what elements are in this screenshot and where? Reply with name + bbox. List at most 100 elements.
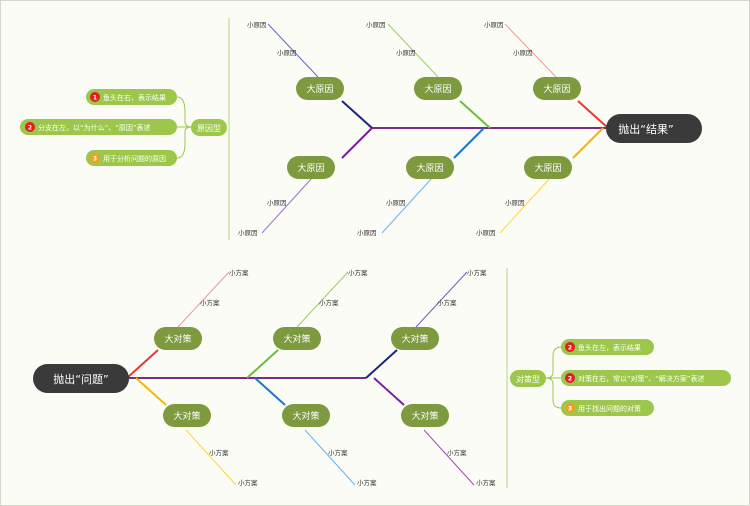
big-cause-node[interactable]: 大原因 [524,156,572,179]
bone [126,349,159,379]
big-cause-node[interactable]: 大原因 [533,77,581,100]
solution-type-notes: 对策型 2 鱼头在左，表示结果 2 对策在右，常以“对策”、“解决方案”表述 3… [510,339,731,416]
svg-text:大原因: 大原因 [306,83,333,95]
small-cause-label: 小原因 [366,20,386,29]
small-cause-label: 小原因 [247,20,267,29]
small-cause-label: 小原因 [238,228,258,237]
small-solution-label: 小方案 [467,268,487,277]
svg-text:3: 3 [568,406,572,413]
svg-text:3: 3 [93,156,97,163]
small-cause-label: 小原因 [357,228,377,237]
big-cause-node[interactable]: 大原因 [287,156,335,179]
bone [246,349,279,379]
svg-text:大原因: 大原因 [424,83,451,95]
small-solution-label: 小方案 [348,268,368,277]
svg-text:大对策: 大对策 [401,333,428,345]
svg-text:大原因: 大原因 [543,83,570,95]
small-solution-label: 小方案 [476,478,496,487]
svg-text:鱼头在左，表示结果: 鱼头在左，表示结果 [578,343,641,352]
svg-text:大对策: 大对策 [283,333,310,345]
type-label[interactable]: 对策型 [510,370,546,387]
bone [365,349,398,379]
small-cause-label: 小原因 [396,48,416,57]
solution-diagram: 大对策 大对策 大对策 大对策 大对策 大对策 小方案 小方案 小方案 小方案 … [33,268,731,488]
bone [341,100,373,129]
small-cause-label: 小原因 [513,48,533,57]
small-cause-label: 小原因 [277,48,297,57]
svg-text:用于找出问题的对策: 用于找出问题的对策 [578,404,641,413]
svg-text:1: 1 [93,95,97,102]
note-item: 3 用于分析问题的原因 [86,150,177,166]
bone [459,100,491,129]
small-solution-label: 小方案 [437,298,457,307]
svg-text:分支在左，以“为什么”、“原因”表述: 分支在左，以“为什么”、“原因”表述 [38,123,151,132]
cause-type-notes: 1 鱼头在右，表示结果 2 分支在左，以“为什么”、“原因”表述 3 用于分析问… [20,89,227,166]
bone [373,377,405,406]
svg-text:大对策: 大对策 [173,410,200,422]
small-bone [499,177,551,234]
result-head[interactable]: 抛出“结果” [606,114,702,143]
svg-text:对策型: 对策型 [516,374,540,384]
small-bone [415,271,468,328]
small-bone [267,23,319,78]
note-item: 2 分支在左，以“为什么”、“原因”表述 [20,119,177,135]
small-bone [504,23,557,78]
small-bone [387,23,439,78]
note-item: 2 对策在右，常以“对策”、“解决方案”表述 [561,370,731,386]
small-solution-label: 小方案 [357,478,377,487]
bone [577,100,609,129]
svg-text:原因型: 原因型 [197,124,221,133]
svg-text:抛出“问题”: 抛出“问题” [53,372,108,386]
bone [135,377,167,406]
svg-text:抛出“结果”: 抛出“结果” [618,122,673,136]
small-bone [177,271,230,328]
big-solution-node[interactable]: 大对策 [154,327,202,350]
big-solution-node[interactable]: 大对策 [391,327,439,350]
small-bone [185,429,237,486]
small-solution-label: 小方案 [319,298,339,307]
svg-text:2: 2 [28,125,32,132]
small-solution-label: 小方案 [238,478,258,487]
small-solution-label: 小方案 [447,448,467,457]
small-cause-label: 小原因 [267,198,287,207]
svg-text:大原因: 大原因 [416,162,443,174]
big-cause-node[interactable]: 大原因 [296,77,344,100]
big-cause-node[interactable]: 大原因 [414,77,462,100]
small-solution-label: 小方案 [200,298,220,307]
big-solution-node[interactable]: 大对策 [282,404,330,427]
note-item: 3 用于找出问题的对策 [561,400,654,416]
bone [254,377,286,406]
svg-text:大对策: 大对策 [164,333,191,345]
big-solution-node[interactable]: 大对策 [401,404,449,427]
small-solution-label: 小方案 [328,448,348,457]
small-cause-label: 小原因 [484,20,504,29]
small-bone [296,271,349,328]
svg-text:大对策: 大对策 [292,410,319,422]
type-label[interactable]: 原因型 [191,119,227,136]
bone [453,127,485,159]
small-solution-label: 小方案 [229,268,249,277]
big-cause-node[interactable]: 大原因 [406,156,454,179]
small-bone [381,177,433,234]
svg-text:对策在右，常以“对策”、“解决方案”表述: 对策在右，常以“对策”、“解决方案”表述 [578,374,705,383]
svg-text:鱼头在右，表示结果: 鱼头在右，表示结果 [103,93,166,102]
problem-head[interactable]: 抛出“问题” [33,364,129,393]
svg-text:大对策: 大对策 [411,410,438,422]
svg-text:大原因: 大原因 [297,162,324,174]
svg-text:大原因: 大原因 [534,162,561,174]
big-solution-node[interactable]: 大对策 [273,327,321,350]
small-cause-label: 小原因 [386,198,406,207]
small-cause-label: 小原因 [476,228,496,237]
cause-diagram: 大原因 大原因 大原因 大原因 大原因 大原因 小原因 小原因 小原因 小原因 … [20,18,702,240]
big-solution-node[interactable]: 大对策 [163,404,211,427]
svg-text:2: 2 [568,345,572,352]
bone [572,127,604,159]
small-bone [261,177,313,234]
note-item: 1 鱼头在右，表示结果 [86,89,177,105]
small-bone [304,429,356,486]
small-cause-label: 小原因 [505,198,525,207]
note-item: 2 鱼头在左，表示结果 [561,339,654,355]
small-bone [423,429,475,486]
